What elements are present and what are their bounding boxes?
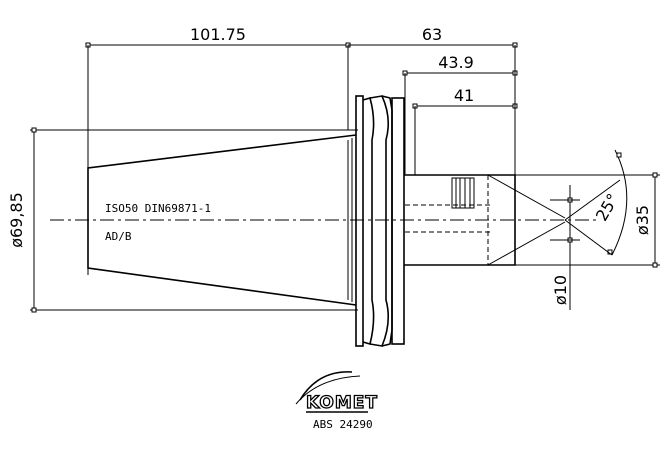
product-code: ABS 24290 — [313, 418, 373, 431]
flange — [355, 95, 405, 347]
brand-name: KOMET — [306, 393, 378, 413]
dimension-43-9: 43.9 — [402, 53, 518, 76]
dimension-diameter-69-85-label: ø69,85 — [7, 192, 26, 248]
dimension-101-75: 101.75 — [85, 25, 351, 48]
dimension-63: 63 — [348, 25, 518, 48]
standard-label: ISO50 DIN69871-1 — [105, 202, 211, 215]
dimension-63-label: 63 — [422, 25, 442, 44]
dimension-41-label: 41 — [454, 86, 474, 105]
komet-logo: KOMET ABS 24290 — [295, 371, 378, 431]
dimension-diameter-10: ø10 — [550, 185, 580, 310]
dimension-101-75-label: 101.75 — [190, 25, 246, 44]
dimension-diameter-69-85: ø69,85 — [7, 127, 358, 313]
dimension-43-9-label: 43.9 — [438, 53, 474, 72]
variant-label: AD/B — [105, 230, 132, 243]
dimension-diameter-10-label: ø10 — [551, 275, 570, 305]
dimension-angle-25: 25° — [564, 149, 628, 256]
dimension-41: 41 — [412, 86, 518, 109]
dimension-angle-25-label: 25° — [592, 190, 623, 224]
dimension-diameter-35: ø35 — [515, 172, 660, 268]
dimension-diameter-35-label: ø35 — [633, 205, 652, 235]
